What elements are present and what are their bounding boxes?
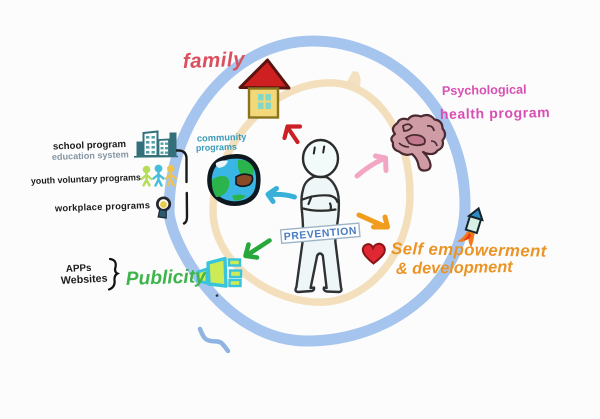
svg-text:health program: health program: [440, 104, 551, 122]
svg-text:community: community: [197, 132, 248, 144]
svg-text:APPs: APPs: [66, 263, 93, 275]
svg-text:education system: education system: [52, 149, 129, 162]
svg-text:programs: programs: [196, 142, 237, 153]
svg-text:youth voluntary programs: youth voluntary programs: [31, 172, 141, 186]
svg-text:Publicity: Publicity: [125, 266, 207, 290]
svg-text:Self empowerment: Self empowerment: [391, 239, 548, 261]
svg-text:Websites: Websites: [61, 273, 108, 287]
svg-text:& development: & development: [396, 258, 514, 278]
svg-text:Psychological: Psychological: [442, 83, 527, 98]
svg-text:family: family: [182, 48, 246, 73]
svg-text:workplace programs: workplace programs: [54, 199, 151, 213]
svg-text:school program: school program: [53, 139, 127, 153]
